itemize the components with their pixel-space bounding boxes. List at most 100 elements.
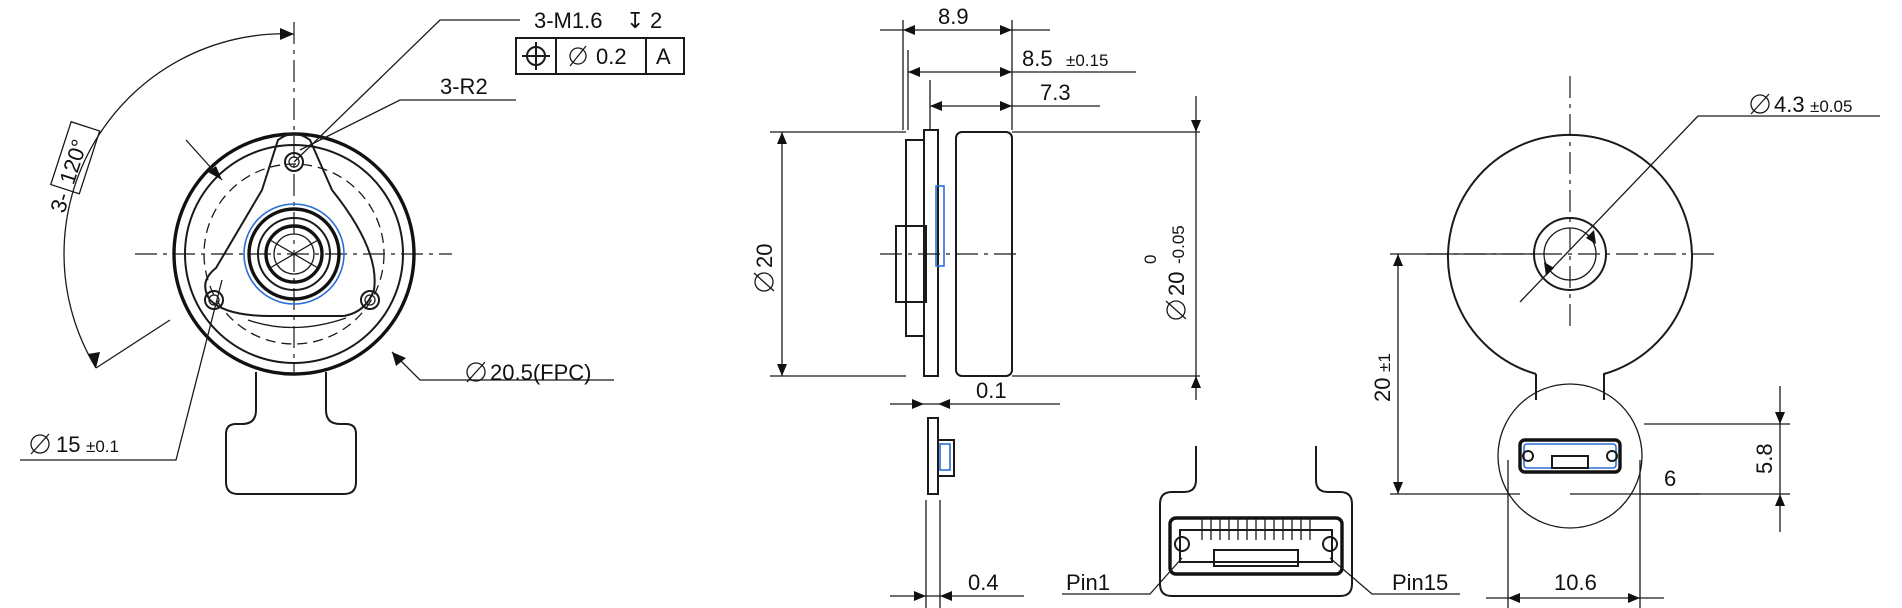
right-diameter-tol-lower: -0.05: [1169, 225, 1188, 264]
tolerance-frame: 0.2 A: [515, 37, 685, 75]
hole-diameter-arrowhead: [208, 166, 222, 180]
dim-arrow: [914, 591, 926, 601]
center-to-pad-value: 20: [1370, 378, 1395, 402]
angle-label: 3- 120°: [45, 120, 101, 216]
dim-arrow: [1586, 230, 1596, 244]
rear-connector-lock-right: [1606, 450, 1618, 462]
dim-arrow: [777, 364, 787, 376]
mount-hole-right: [360, 290, 380, 310]
dim-arrow: [1628, 593, 1640, 603]
rear-disc-outline: [1447, 133, 1693, 400]
bearing-outer: [247, 207, 341, 301]
dim-arrow: [1393, 482, 1403, 494]
tolerance-datum: A: [656, 44, 671, 69]
shaft-bore: [273, 233, 315, 275]
mount-hole-left: [204, 290, 224, 310]
stator-plate: [905, 139, 925, 337]
diameter-symbol-slash: [466, 361, 486, 383]
right-diameter-value: 20: [1164, 272, 1189, 296]
fpc-highlight: [935, 185, 945, 267]
dim-arrow: [777, 132, 787, 144]
bearing-mid: [257, 217, 331, 291]
inner-ring: [184, 144, 404, 364]
pitch-circle: [203, 163, 385, 345]
connector-highlight: [939, 443, 951, 471]
dim-arrow: [1191, 120, 1201, 132]
fpc-diameter-arrow: [392, 352, 406, 366]
tolerance-value: 0.2: [596, 44, 627, 69]
dim-arrow: [940, 591, 952, 601]
width-body: 8.5: [1022, 46, 1053, 71]
fpc-diameter-value: 20.5(FPC): [490, 360, 591, 385]
diameter-symbol-icon: [754, 272, 774, 292]
pin-first-label: Pin1: [1066, 570, 1110, 595]
center-to-pad-label: 20 ±1: [1370, 353, 1395, 402]
thread-depth: 2: [650, 8, 662, 33]
dim-arrow: [1000, 25, 1012, 35]
hole-diameter-leader: [20, 279, 223, 461]
fpc-tail: [225, 372, 357, 495]
shaft-diameter-value: 4.3: [1774, 92, 1805, 117]
dim-arrow: [1775, 412, 1785, 424]
pad-height-label: 5.8: [1752, 443, 1777, 474]
pin-last-label: Pin15: [1392, 570, 1448, 595]
fpc-tail-side: [927, 417, 939, 495]
dim-arrow: [1393, 254, 1403, 266]
connector-view: Pin1 Pin15: [1062, 446, 1460, 597]
shaft-inner: [1543, 227, 1597, 281]
center-to-pad-tol: ±1: [1375, 353, 1394, 372]
width-inner: 7.3: [1040, 80, 1071, 105]
connector-tail-outline: [1159, 446, 1353, 597]
angle-value: 120°: [55, 136, 93, 187]
dim-arrow: [1191, 376, 1201, 388]
diameter-symbol-icon: [466, 362, 486, 382]
angle-arrow-top: [280, 28, 294, 40]
pad-width-value: 10.6: [1554, 570, 1597, 595]
angle-box: [49, 120, 101, 195]
width-body-tol: ±0.15: [1066, 51, 1108, 70]
connector-side: [937, 439, 955, 477]
shaft-diameter-tol: ±0.05: [1810, 97, 1852, 116]
fpc-thickness-value: 0.4: [968, 570, 999, 595]
detail-circle: [1497, 383, 1643, 529]
right-diameter-tol-upper: 0: [1141, 255, 1160, 264]
gap-value: 0.1: [976, 378, 1007, 403]
diameter-symbol-icon: [1750, 94, 1770, 114]
shaft-hub: [895, 225, 927, 303]
angle-prefix: 3-: [45, 189, 75, 215]
rear-connector-latch: [1551, 455, 1589, 469]
rear-view: 4.3 ±0.05 20 ±1 5.8 6: [1370, 76, 1880, 608]
dim-arrow: [1000, 67, 1012, 77]
connector-lock-right: [1322, 536, 1338, 552]
dim-arrow: [912, 399, 924, 409]
diameter-icon: [569, 47, 587, 65]
side-view: 8.9 8.5 ±0.15 7.3 20: [752, 4, 1201, 608]
connector-latch: [1213, 549, 1299, 567]
thread-leader: [293, 19, 520, 163]
rear-connector: [1518, 438, 1622, 474]
left-diameter-label: 20: [752, 244, 777, 292]
radius-note: 3-R2: [440, 74, 488, 99]
dim-arrow: [903, 25, 915, 35]
mount-hole-left-inner: [208, 294, 220, 306]
radius-leader: [299, 99, 516, 151]
dim-arrow: [1508, 593, 1520, 603]
pin1-leader: [1062, 557, 1183, 595]
hole-diameter-tolerance: ±0.1: [86, 437, 119, 456]
dim-arrow: [1775, 494, 1785, 506]
fpc-layer: [923, 129, 939, 377]
bearing-inner: [264, 224, 324, 284]
angle-extension-line: [95, 319, 171, 369]
dim-arrow: [1000, 101, 1012, 111]
depth-symbol-icon: ↧: [626, 9, 644, 34]
pin15-leader: [1329, 557, 1460, 595]
bore-hatch-2: [269, 239, 319, 269]
thread-note: 3-M1.6: [534, 8, 602, 33]
diameter-symbol-icon: [1166, 300, 1186, 320]
dim-arrow: [930, 101, 942, 111]
width-total: 8.9: [938, 4, 969, 29]
connector-pins: [1201, 518, 1311, 540]
pad-height-value: 5.8: [1752, 443, 1777, 474]
pad-offset-value: 6: [1664, 466, 1676, 491]
